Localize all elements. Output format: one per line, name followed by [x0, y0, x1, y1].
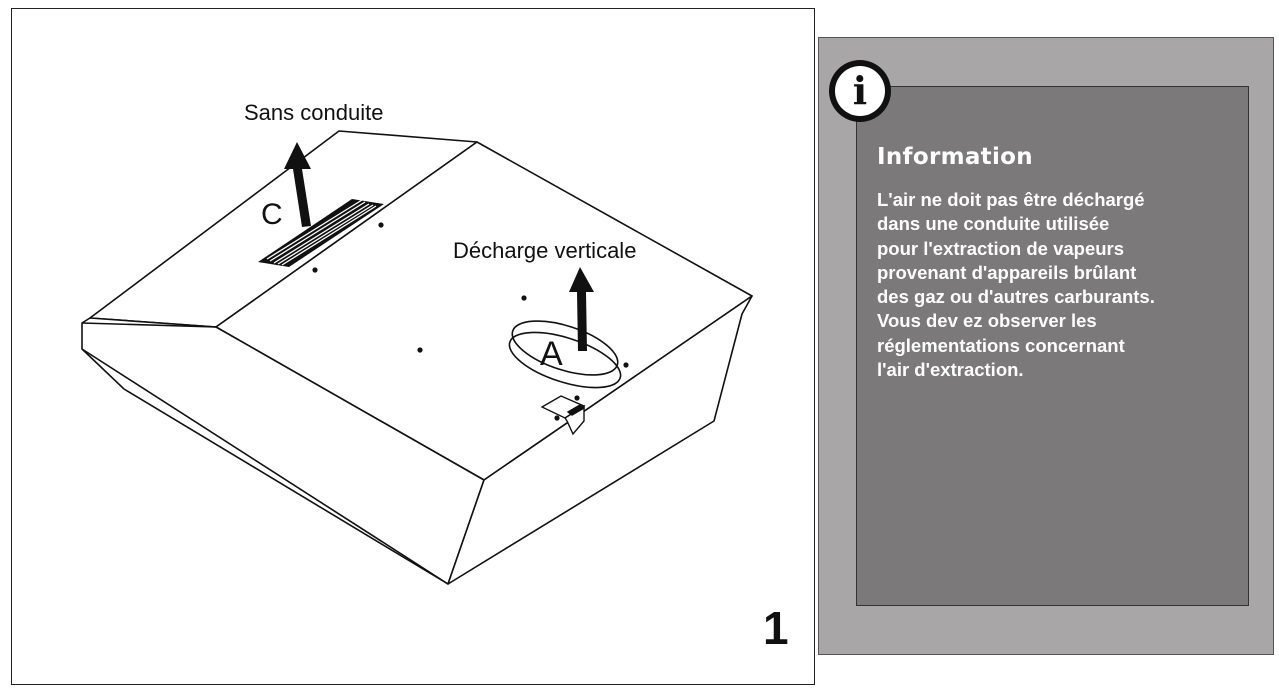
duct-outlet: [508, 320, 622, 389]
switch-block: [540, 395, 586, 436]
information-body-line: pour l'extraction de vapeurs: [877, 237, 1125, 259]
label-vertical-discharge: Décharge verticale: [453, 238, 637, 263]
information-body-line: l'air d'extraction.: [877, 359, 1024, 381]
figure-number: 1: [763, 602, 789, 654]
arrow-without-duct: [284, 142, 311, 227]
information-body-line: dans une conduite utilisée: [877, 213, 1110, 235]
arrow-vertical-discharge: [569, 267, 594, 351]
screw-holes: [312, 222, 629, 421]
callout-letter-a: A: [540, 335, 563, 373]
range-hood-drawing: [81, 130, 753, 585]
information-box-inner: Information L'air ne doit pas être décha…: [856, 86, 1249, 606]
information-body: L'air ne doit pas être déchargé dans une…: [877, 188, 1247, 382]
label-without-duct: Sans conduite: [244, 100, 384, 125]
info-icon: i: [829, 60, 891, 122]
information-body-line: réglementations concernant: [877, 334, 1125, 356]
information-body-line: provenant d'appareils brûlant: [877, 261, 1137, 283]
hood-side-panel: [447, 295, 753, 585]
information-body-line: des gaz ou d'autres carburants.: [877, 286, 1155, 308]
info-icon-glyph: i: [835, 66, 885, 116]
callout-letter-c: C: [261, 198, 283, 231]
hood-illustration-panel: Sans conduite Décharge verticale C A 1: [11, 8, 815, 685]
information-body-line: Vous dev ez observer les: [877, 310, 1097, 332]
information-title: Information: [877, 144, 1033, 170]
information-body-line: L'air ne doit pas être déchargé: [877, 189, 1145, 210]
vent-grille: [258, 199, 384, 267]
information-box: Information L'air ne doit pas être décha…: [818, 37, 1274, 655]
